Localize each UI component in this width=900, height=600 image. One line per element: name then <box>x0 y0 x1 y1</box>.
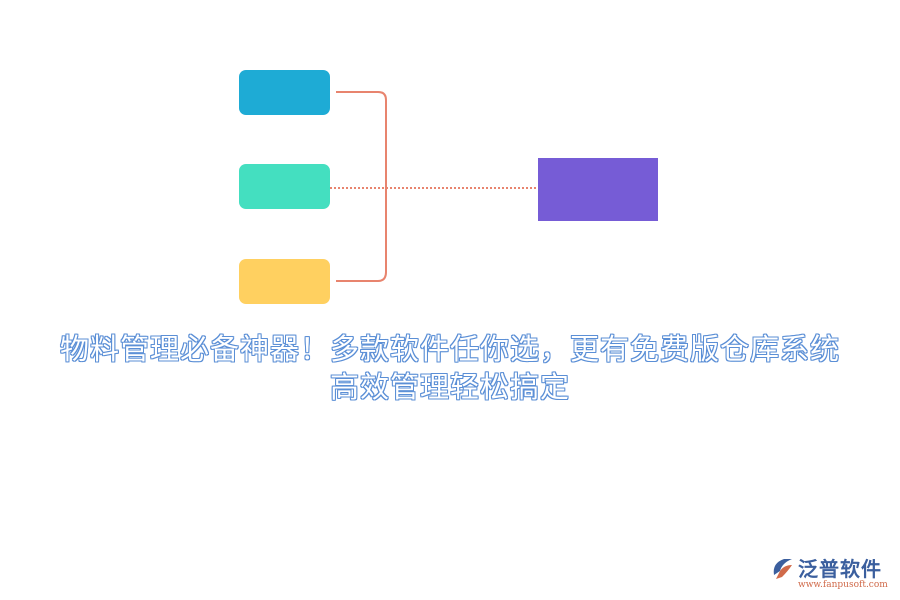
brand-name: 泛普软件 <box>798 557 882 581</box>
node-blue-box <box>239 70 330 115</box>
brand-logo: 泛普软件 www.fanpusoft.com <box>770 553 895 593</box>
headline-line-1: 物料管理必备神器！多款软件任你选，更有免费版仓库系统 <box>59 332 840 366</box>
node-yellow-box <box>239 259 330 304</box>
headline-line-2: 高效管理轻松搞定 <box>329 370 570 404</box>
node-purple-box <box>538 158 658 221</box>
headline-title: 物料管理必备神器！多款软件任你选，更有免费版仓库系统 高效管理轻松搞定 <box>0 330 900 406</box>
node-teal-box <box>239 164 330 209</box>
fanpu-logo-icon <box>773 559 792 579</box>
brand-url: www.fanpusoft.com <box>798 580 888 590</box>
bracket-connector <box>336 91 387 282</box>
